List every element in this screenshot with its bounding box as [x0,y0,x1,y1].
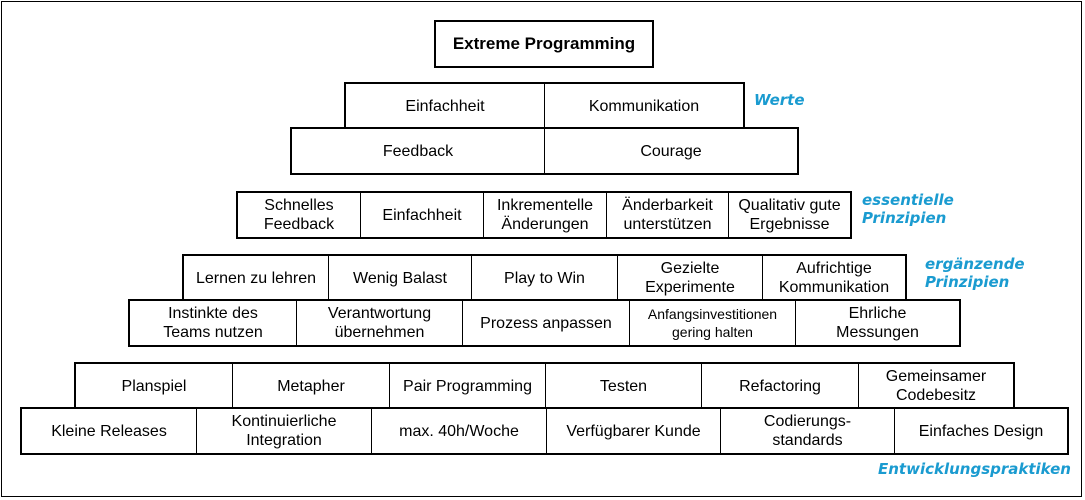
practice-refactoring: Refactoring [702,364,859,408]
principle-inkrementelle-aenderungen: Inkrementelle Änderungen [484,193,607,237]
principle-ehrliche-messungen: Ehrliche Messungen [836,305,919,341]
principle-wenig-balast: Wenig Balast [329,256,472,300]
diagram-title: Extreme Programming [434,20,654,68]
practice-planspiel: Planspiel [76,364,233,408]
practice-gemeinsamer-codebesitz: Gemeinsamer Codebesitz [885,368,987,404]
principle-verantwortung-uebernehmen: Verantwortung übernehmen [297,301,463,345]
werte-row-2: Feedback Courage [290,127,799,175]
practice-metapher: Metapher [233,364,390,408]
principle-instinkte-des-teams-nutzen: Instinkte des Teams nutzen [130,301,297,345]
praktiken-row-1: Planspiel Metapher Pair Programming Test… [74,362,1015,410]
principle-aufrichtige-kommunikation: Aufrichtige Kommunikation [778,260,890,296]
label-ergaenzende-prinzipien: ergänzende Prinzipien [925,255,1025,291]
practice-kleine-releases: Kleine Releases [22,409,197,453]
label-entwicklungspraktiken: Entwicklungspraktiken [878,460,1071,478]
practice-kontinuierliche-integration: Kontinuierliche Integration [197,409,372,453]
praktiken-row-2: Kleine Releases Kontinuierliche Integrat… [20,407,1069,455]
practice-max-40h-woche: max. 40h/Woche [372,409,547,453]
principle-schnelles-feedback: Schnelles Feedback [238,193,361,237]
practice-einfaches-design: Einfaches Design [918,422,1044,440]
ergaenzende-prinzipien-row-1: Lernen zu lehren Wenig Balast Play to Wi… [182,254,907,302]
essentielle-prinzipien-row: Schnelles Feedback Einfachheit Inkrement… [236,191,852,239]
value-feedback: Feedback [292,129,545,173]
principle-einfachheit: Einfachheit [361,193,484,237]
value-einfachheit: Einfachheit [346,84,545,128]
value-kommunikation: Kommunikation [588,97,700,115]
principle-qualitativ-gute-ergebnisse: Qualitativ gute Ergebnisse [738,197,841,233]
principle-lernen-zu-lehren: Lernen zu lehren [184,256,329,300]
label-werte: Werte [754,91,805,109]
principle-anfangsinvestitionen-gering-halten: Anfangsinvestitionen gering halten [630,301,796,345]
principle-aenderbarkeit-unterstuetzen: Änderbarkeit unterstützen [607,193,729,237]
practice-verfuegbarer-kunde: Verfügbarer Kunde [547,409,721,453]
ergaenzende-prinzipien-row-2: Instinkte des Teams nutzen Verantwortung… [128,299,961,347]
practice-testen: Testen [546,364,702,408]
practice-pair-programming: Pair Programming [390,364,546,408]
label-essentielle-prinzipien: essentielle Prinzipien [862,191,954,227]
principle-gezielte-experimente: Gezielte Experimente [618,256,763,300]
principle-prozess-anpassen: Prozess anpassen [463,301,630,345]
principle-play-to-win: Play to Win [472,256,618,300]
value-courage: Courage [640,142,702,160]
werte-row-1: Einfachheit Kommunikation [344,82,745,130]
practice-codierungsstandards: Codierungs- standards [721,409,895,453]
